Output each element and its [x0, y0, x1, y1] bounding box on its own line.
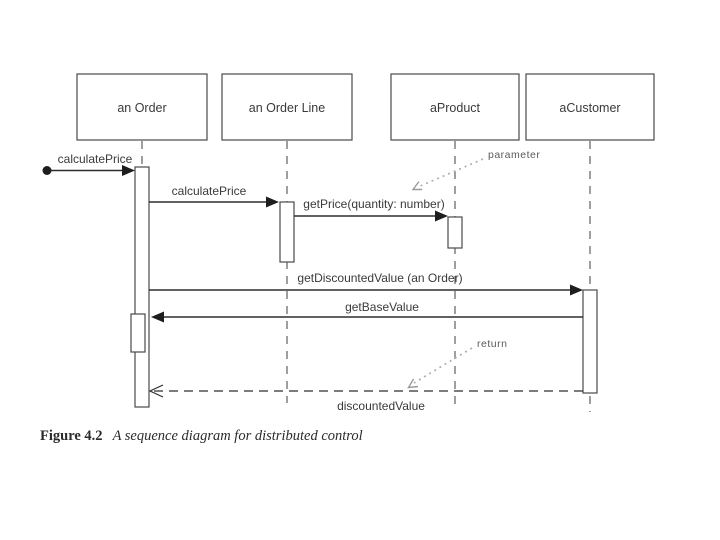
message-label: calculatePrice [58, 152, 133, 166]
message-calculateprice-found: calculatePrice [42, 152, 135, 176]
object-label: aProduct [430, 101, 481, 115]
object-box-rect [390, 73, 520, 141]
message-label: getPrice(quantity: number) [303, 197, 444, 211]
message-label: getBaseValue [345, 300, 419, 314]
open-arrowhead-icon [407, 378, 419, 389]
object-label: an Order [117, 101, 166, 115]
annotation-line [417, 158, 484, 188]
message-getbasevalue: getBaseValue [151, 300, 583, 323]
open-arrowhead-icon [411, 181, 422, 191]
activation-an-order [134, 166, 150, 408]
object-box-an-order-line: an Order Line [221, 73, 353, 141]
object-box-rect [221, 73, 353, 141]
message-getdiscountedvalue: getDiscountedValue (an Order) [149, 271, 583, 296]
filled-arrowhead-icon [435, 210, 448, 222]
annotation-line [413, 347, 473, 384]
activation-an-order-line [279, 201, 295, 263]
activation-an-order-nested [130, 313, 146, 353]
annotation-return: return [407, 338, 507, 389]
figure-caption-text: A sequence diagram for distributed contr… [112, 428, 363, 444]
object-label: aCustomer [559, 101, 620, 115]
object-box-rect [76, 73, 208, 141]
figure-caption-label: Figure 4.2 [40, 428, 103, 444]
object-label: an Order Line [249, 101, 325, 115]
filled-arrowhead-icon [151, 311, 164, 323]
message-calculateprice: calculatePrice [149, 184, 279, 208]
figure-caption: Figure 4.2 A sequence diagram for distrib… [40, 428, 363, 445]
open-arrowhead-icon [148, 384, 164, 398]
activation-acustomer [582, 289, 598, 394]
annotation-label: parameter [488, 149, 540, 161]
filled-arrowhead-icon [122, 165, 135, 176]
filled-arrowhead-icon [570, 284, 583, 296]
activation-aproduct [447, 216, 463, 249]
filled-arrowhead-icon [266, 196, 279, 208]
object-box-acustomer: aCustomer [525, 73, 655, 141]
message-discountedvalue-return: discountedValue [148, 384, 583, 413]
object-box-aproduct: aProduct [390, 73, 520, 141]
found-message-dot [42, 166, 52, 175]
object-box-rect [525, 73, 655, 141]
message-label: discountedValue [337, 399, 425, 413]
annotation-parameter: parameter [411, 149, 540, 191]
annotation-label: return [477, 338, 507, 350]
message-label: calculatePrice [172, 184, 247, 198]
message-label: getDiscountedValue (an Order) [297, 271, 462, 285]
message-getprice: getPrice(quantity: number) [294, 197, 448, 222]
object-box-an-order: an Order [76, 73, 208, 141]
